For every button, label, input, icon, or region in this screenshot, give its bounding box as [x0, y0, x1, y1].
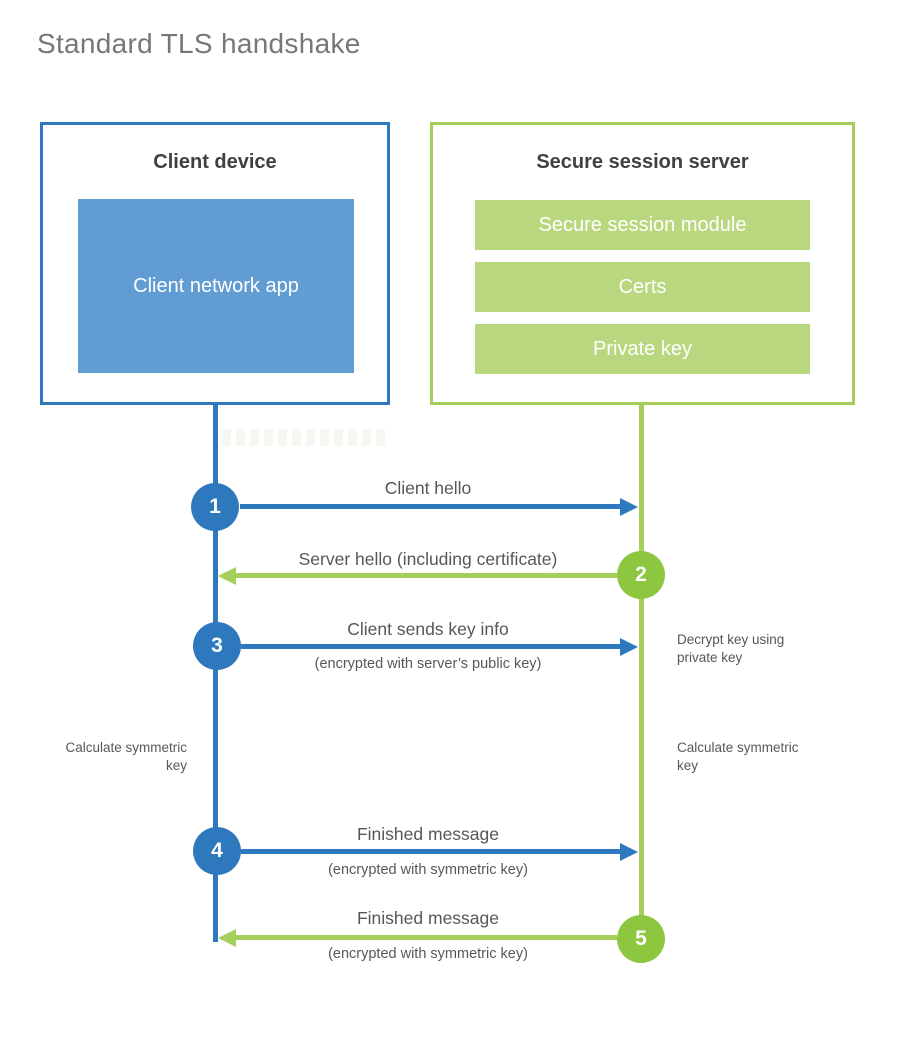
server-module-label: Secure session module	[538, 213, 747, 236]
step-3-sublabel: (encrypted with server’s public key)	[314, 656, 542, 672]
step-3-label: Client sends key info	[347, 619, 509, 639]
step-2-arrow	[236, 573, 617, 578]
step-1-arrowhead-right-icon	[620, 498, 638, 516]
step-4-number: 4	[211, 839, 223, 862]
step-5-circle: 5	[617, 915, 665, 963]
step-5-label: Finished message	[356, 908, 500, 928]
step-1-label: Client hello	[384, 478, 472, 498]
step-3-arrow	[241, 644, 620, 649]
step-4-circle: 4	[193, 827, 241, 875]
lifeline-client	[213, 405, 218, 942]
step-1-arrow	[240, 504, 620, 509]
lifeline-server	[639, 405, 644, 963]
step-2-circle: 2	[617, 551, 665, 599]
annotation-decrypt-key: Decrypt key using private key	[677, 632, 785, 665]
step-3-arrowhead-right-icon	[620, 638, 638, 656]
step-5-arrowhead-left-icon	[218, 929, 236, 947]
server-module-bar-secure-session-module: Secure session module	[475, 200, 810, 250]
annotation-calculate-symmetric-key-server: Calculate symmetric key	[677, 740, 799, 773]
step-2-number: 2	[635, 563, 647, 586]
step-1-number: 1	[209, 495, 221, 518]
step-4-arrowhead-right-icon	[620, 843, 638, 861]
step-2-arrowhead-left-icon	[218, 567, 236, 585]
client-network-app-box: Client network app	[78, 199, 354, 373]
step-5-number: 5	[635, 927, 647, 950]
step-5-arrow	[236, 935, 617, 940]
step-4-arrow	[241, 849, 620, 854]
step-2-label: Server hello (including certificate)	[298, 549, 558, 569]
server-module-bar-certs: Certs	[475, 262, 810, 312]
step-4-sublabel: (encrypted with symmetric key)	[328, 862, 528, 878]
step-4-label: Finished message	[356, 824, 500, 844]
diagram-title: Standard TLS handshake	[37, 28, 361, 59]
annotation-calculate-symmetric-key-client: Calculate symmetric key	[65, 740, 187, 773]
step-3-circle: 3	[193, 622, 241, 670]
server-module-bar-private-key: Private key	[475, 324, 810, 374]
server-module-label: Private key	[593, 337, 692, 360]
client-device-title: Client device	[153, 151, 277, 173]
step-3-number: 3	[211, 634, 223, 657]
step-5-sublabel: (encrypted with symmetric key)	[328, 946, 528, 962]
server-module-label: Certs	[618, 275, 667, 298]
step-1-circle: 1	[191, 483, 239, 531]
faint-dashes-artifact	[222, 429, 385, 446]
secure-session-server-title: Secure session server	[536, 151, 749, 173]
client-network-app-label: Client network app	[133, 275, 299, 297]
